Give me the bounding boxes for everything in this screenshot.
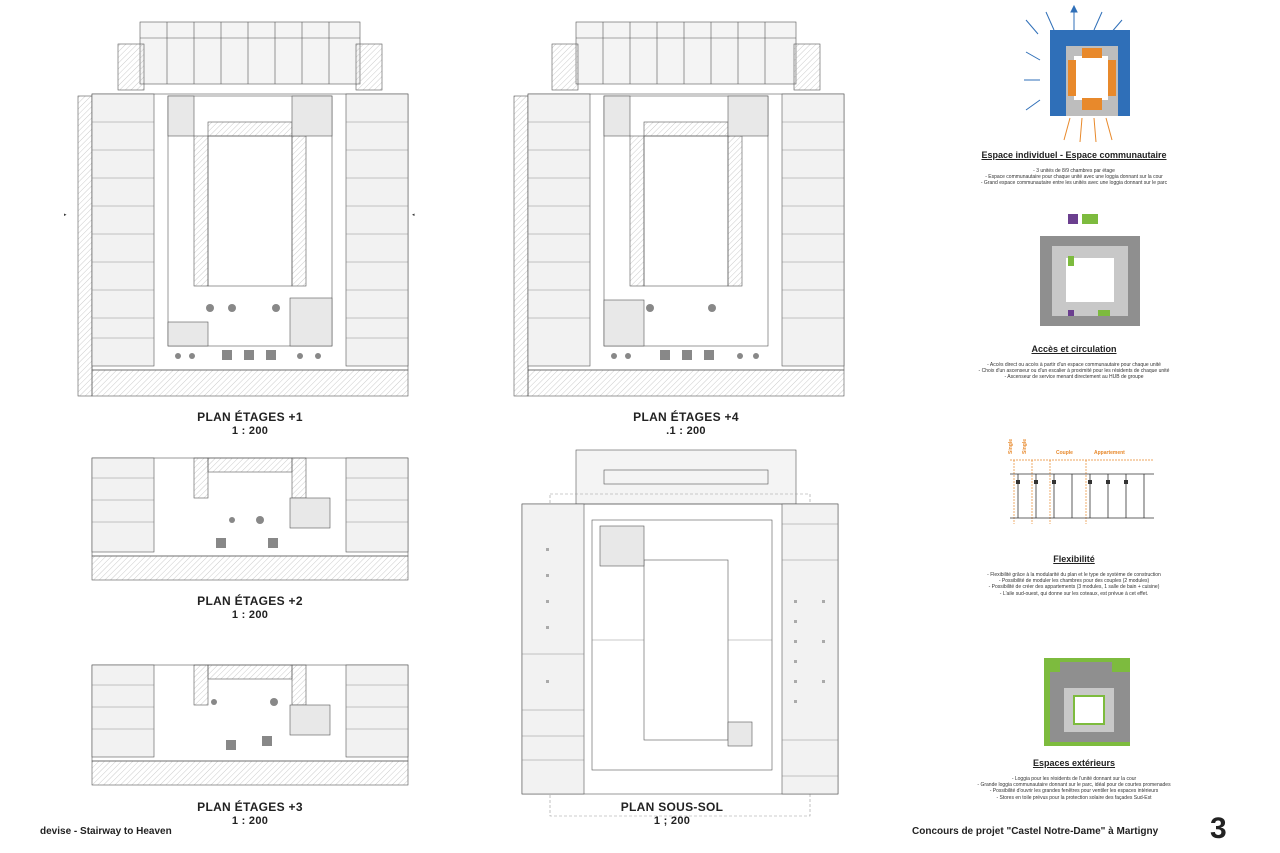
label-single-1: Single	[1008, 439, 1014, 454]
list-item: - Loggia pour les résidents de l'unité d…	[1011, 776, 1137, 782]
list-item: - Grande loggia communautaire donnant su…	[977, 782, 1171, 789]
diagram-flexibility: Single Single Couple Appartement	[1008, 439, 1154, 524]
label-appartement: Appartement	[1094, 450, 1125, 456]
list-item: - Choix d'un ascenseur ou d'un escalier …	[978, 368, 1170, 375]
diagram-individual-communal	[1024, 4, 1130, 143]
side-heading-outdoor-spaces: Espaces extérieurs	[1032, 758, 1116, 768]
plan-scale-basement: 1 ; 200	[653, 815, 691, 827]
svg-text:◂: ◂	[412, 212, 415, 218]
side-heading-access-circulation: Accès et circulation	[1031, 344, 1117, 354]
plan-title-level-2-name: PLAN ÉTAGES +2	[197, 594, 303, 608]
label-couple: Couple	[1056, 450, 1073, 456]
footer-motto: devise - Stairway to Heaven	[40, 826, 172, 837]
diagram-outdoor-spaces	[1044, 658, 1130, 746]
plan-scale-level-1: 1 : 200	[231, 425, 269, 437]
plan-title-level-3-name: PLAN ÉTAGES +3	[197, 800, 303, 814]
plan-title-level-4-name: PLAN ÉTAGES +4	[633, 410, 739, 424]
plan-title-level-3: PLAN ÉTAGES +3 1 : 200	[150, 800, 350, 828]
label-single-2: Single	[1022, 439, 1028, 454]
list-item: - Possibilité de moduler les chambres po…	[998, 578, 1150, 585]
diagram-access-circulation	[1040, 214, 1140, 326]
list-item: - Stores en toile prévus pour la protect…	[996, 794, 1152, 801]
list-item: - Grand espace communautaire entre les u…	[980, 180, 1168, 187]
list-item: - Flexibilité grâce à la modularité du p…	[987, 572, 1161, 578]
plan-title-level-1: PLAN ÉTAGES +1 1 : 200	[150, 410, 350, 438]
plan-title-level-1-name: PLAN ÉTAGES +1	[197, 410, 303, 424]
plan-scale-level-2: 1 : 200	[231, 609, 269, 621]
side-heading-individual-communal: Espace individuel - Espace communautaire	[981, 150, 1167, 160]
plan-title-level-4: PLAN ÉTAGES +4 .1 : 200	[586, 410, 786, 438]
side-heading-flexibility: Flexibilité	[1053, 554, 1095, 564]
list-item: - L'aile sud-ouest, qui donne sur les co…	[999, 590, 1149, 597]
side-list-outdoor-spaces: - Loggia pour les résidents de l'unité d…	[944, 776, 1204, 801]
side-list-individual-communal: - 3 unités de 8/9 chambres par étage - E…	[944, 168, 1204, 187]
plan-title-basement: PLAN SOUS-SOL 1 ; 200	[572, 800, 772, 828]
list-item: - Ascenseur de service menant directemen…	[1004, 374, 1144, 381]
list-item: - Espace communautaire pour chaque unité…	[985, 174, 1163, 181]
footer-project-title: Concours de projet "Castel Notre-Dame" à…	[912, 826, 1159, 837]
plan-title-level-2: PLAN ÉTAGES +2 1 : 200	[150, 594, 350, 622]
list-item: - Possibilité d'ouvrir les grandes fenêt…	[989, 788, 1159, 795]
page-number: 3	[1210, 812, 1227, 845]
plan-scale-level-3: 1 : 200	[231, 815, 269, 827]
plan-scale-level-4: .1 : 200	[666, 425, 706, 437]
list-item: - 3 unités de 8/9 chambres par étage	[1033, 168, 1115, 174]
side-list-access-circulation: - Accès direct ou accès à partir d'un es…	[944, 362, 1204, 381]
list-item: - Possibilité de créer des appartements …	[988, 584, 1160, 591]
list-item: - Accès direct ou accès à partir d'un es…	[987, 362, 1161, 368]
plan-title-basement-name: PLAN SOUS-SOL	[620, 800, 724, 814]
svg-text:▸: ▸	[64, 212, 67, 218]
side-list-flexibility: - Flexibilité grâce à la modularité du p…	[944, 572, 1204, 597]
